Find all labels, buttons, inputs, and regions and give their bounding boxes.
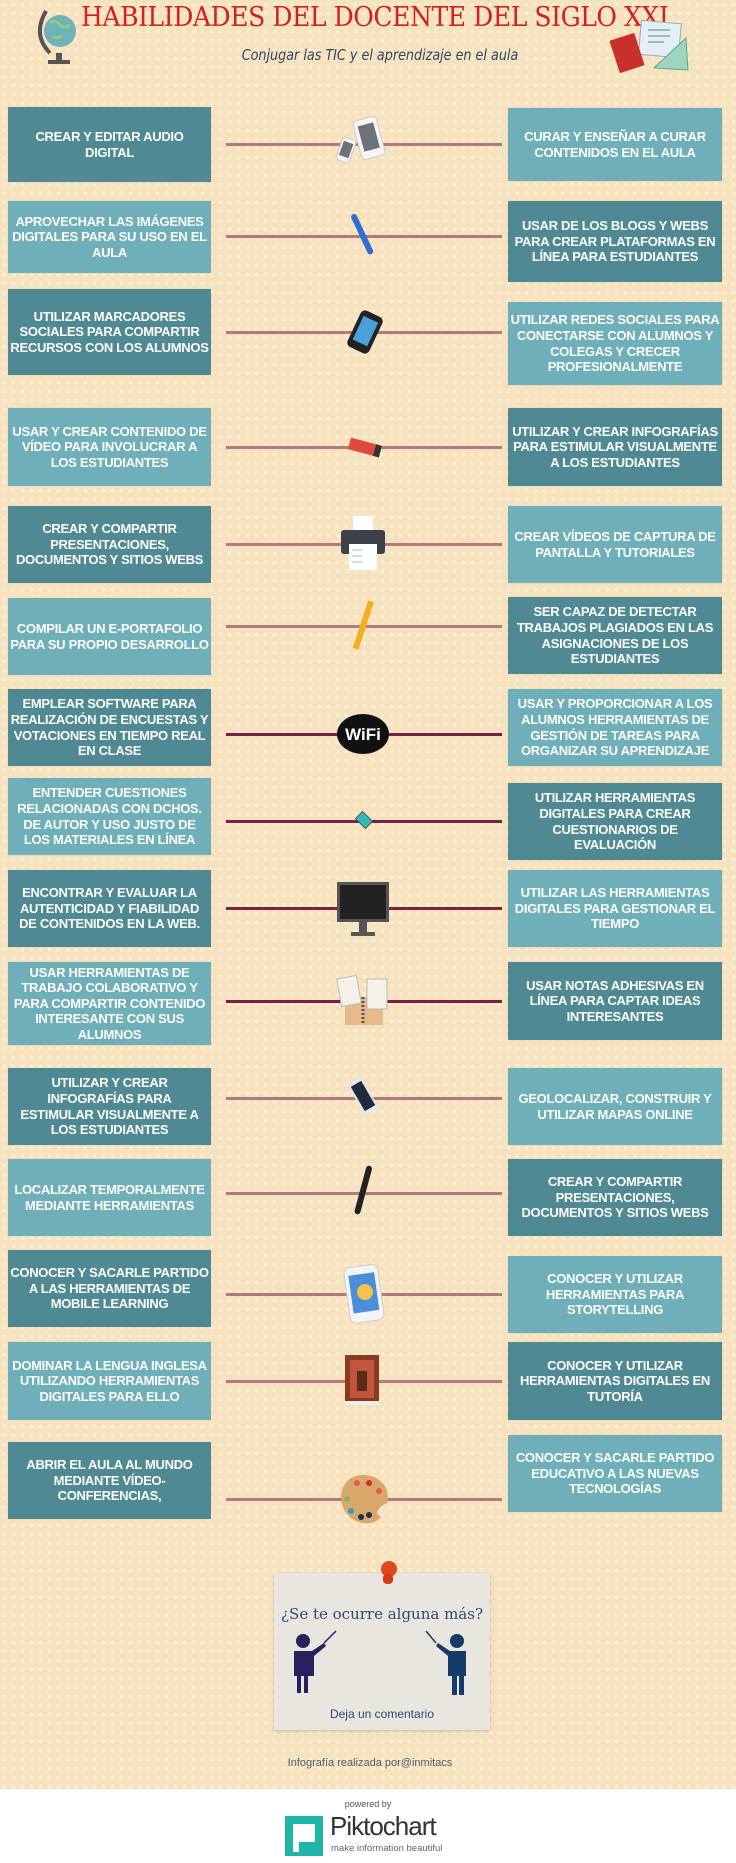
palette-icon [341,1475,388,1524]
skill-card-right: CONOCER Y UTILIZAR HERRAMIENTAS PARA STO… [508,1256,722,1333]
skill-card-left: ENCONTRAR Y EVALUAR LA AUTENTICIDAD Y FI… [8,870,211,947]
wifi-icon: WiFi [337,714,389,754]
skill-card-left: UTILIZAR MARCADORES SOCIALES PARA COMPAR… [8,289,211,375]
skill-card-left: CONOCER Y SACARLE PARTIDO A LAS HERRAMIE… [8,1250,211,1327]
credit-text: Infografía realizada por@inmitacs [287,1757,453,1769]
page-title: HABILIDADES DEL DOCENTE DEL SIGLO XXI [81,2,669,33]
skill-card-right: UTILIZAR Y CREAR INFOGRAFÍAS PARA ESTIMU… [508,408,722,486]
skill-card-left: DOMINAR LA LENGUA INGLESA UTILIZANDO HER… [8,1342,211,1420]
piktochart-brand[interactable]: Piktochart [330,1811,437,1841]
globe-icon [38,9,76,64]
skill-card-left: CREAR Y COMPARTIR PRESENTACIONES, DOCUME… [8,506,211,583]
skill-card-left: ENTENDER CUESTIONES RELACIONADAS CON DCH… [8,778,211,855]
pen-icon [351,213,374,255]
skill-card-right: UTILIZAR LAS HERRAMIENTAS DIGITALES PARA… [508,870,722,947]
powered-by-label: powered by [344,1799,392,1809]
note-cta[interactable]: Deja un comentario [329,1707,435,1721]
skill-card-right: CREAR Y COMPARTIR PRESENTACIONES, DOCUME… [508,1159,722,1236]
tablet-phone-icon [335,115,386,164]
skill-card-left: EMPLEAR SOFTWARE PARA REALIZACIÓN DE ENC… [8,689,211,766]
skill-card-right: CREAR VÍDEOS DE CAPTURA DE PANTALLA Y TU… [508,506,722,583]
fountain-pen-icon [354,1165,372,1215]
skill-card-right: UTILIZAR REDES SOCIALES PARA CONECTARSE … [508,302,722,385]
smartphone-icon [347,310,383,354]
skill-card-right: UTILIZAR HERRAMIENTAS DIGITALES PARA CRE… [508,783,722,860]
skill-card-right: USAR Y PROPORCIONAR A LOS ALUMNOS HERRAM… [508,689,722,766]
skill-card-right: CONOCER Y UTILIZAR HERRAMIENTAS DIGITALE… [508,1342,722,1420]
footer: powered by Piktochart make information b… [0,1789,736,1863]
teacher-girl-icon [294,1630,337,1693]
mobile-phone-icon [348,1077,378,1115]
skill-card-right: GEOLOCALIZAR, CONSTRUIR Y UTILIZAR MAPAS… [508,1068,722,1145]
skill-card-left: USAR Y CREAR CONTENIDO DE VÍDEO PARA INV… [8,408,211,486]
pencil-icon [352,600,374,650]
books-icon [610,19,689,74]
skill-card-right: SER CAPAZ DE DETECTAR TRABAJOS PLAGIADOS… [508,597,722,674]
skill-card-left: COMPILAR UN E-PORTAFOLIO PARA SU PROPIO … [8,598,211,675]
skill-card-right: CONOCER Y SACARLE PARTIDO EDUCATIVO A LA… [508,1435,722,1512]
book-icon [345,1355,379,1405]
skill-card-right: USAR NOTAS ADHESIVAS EN LÍNEA PARA CAPTA… [508,962,722,1040]
skill-card-right: CURAR Y ENSEÑAR A CURAR CONTENIDOS EN EL… [508,108,722,181]
piktochart-tagline: make information beautiful [331,1843,443,1854]
piktochart-logo-icon [285,1816,323,1856]
note-question: ¿Se te ocurre alguna más? [281,1605,483,1623]
monitor-icon [337,882,389,936]
skill-card-left: UTILIZAR Y CREAR INFOGRAFÍAS PARA ESTIMU… [8,1068,211,1145]
skill-card-left: CREAR Y EDITAR AUDIO DIGITAL [8,107,211,182]
notebook-icon [336,974,388,1025]
pushpin-icon [381,1561,397,1584]
skill-card-left: USAR HERRAMIENTAS DE TRABAJO COLABORATIV… [8,962,211,1045]
skill-card-right: USAR DE LOS BLOGS Y WEBS PARA CREAR PLAT… [508,201,722,282]
usb-drive-icon [354,810,374,830]
marker-icon [347,437,382,458]
skill-card-left: APROVECHAR LAS IMÁGENES DIGITALES PARA S… [8,201,211,273]
comment-note: ¿Se te ocurre alguna más? Deja un coment… [274,1573,490,1730]
page-subtitle: Conjugar las TIC y el aprendizaje en el … [241,46,519,64]
svg-text:WiFi: WiFi [345,725,381,744]
skill-card-left: ABRIR EL AULA AL MUNDO MEDIANTE VÍDEO-CO… [8,1442,211,1519]
printer-icon [341,516,385,570]
skill-card-left: LOCALIZAR TEMPORALMENTE MEDIANTE HERRAMI… [8,1159,211,1236]
chat-phone-icon [343,1264,385,1324]
teacher-boy-icon [425,1630,466,1695]
